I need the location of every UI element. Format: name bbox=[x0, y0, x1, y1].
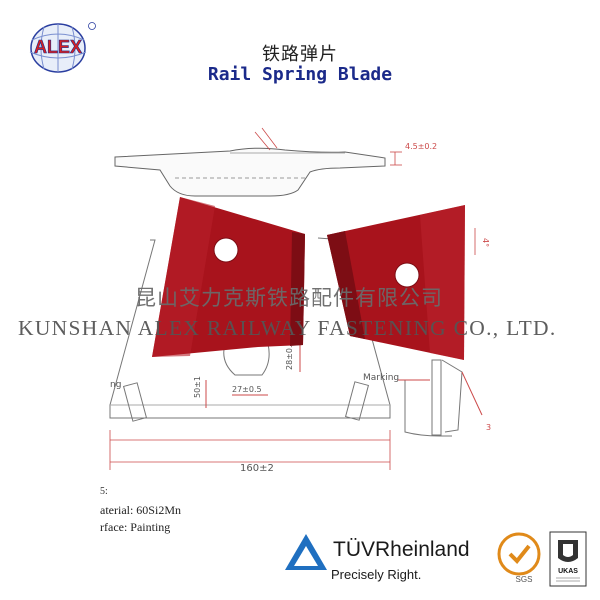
sgs-badge: SGS bbox=[497, 532, 541, 584]
dim-angle: 4° bbox=[481, 238, 490, 247]
alex-logo: ALEX bbox=[29, 22, 96, 73]
spec-dot: 5: bbox=[100, 486, 108, 497]
red-blade-right bbox=[327, 205, 465, 360]
marking-label: Marking bbox=[363, 373, 399, 383]
page-title-cn: 铁路弹片 bbox=[262, 44, 338, 65]
spec-material: aterial: 60Si2Mn bbox=[100, 503, 181, 517]
ukas-badge: UKAS bbox=[549, 531, 587, 587]
red-blade-left bbox=[152, 197, 305, 357]
sgs-label: SGS bbox=[516, 575, 533, 584]
side-section bbox=[398, 359, 483, 437]
left-mark-label: ng bbox=[110, 380, 121, 390]
tuv-triangle-icon bbox=[285, 534, 327, 570]
watermark-company-en: KUNSHAN ALEX RAILWAY FASTENING CO., LTD. bbox=[18, 316, 557, 340]
ukas-label: UKAS bbox=[558, 568, 578, 575]
dim-slot: 27±0.5 bbox=[232, 385, 262, 394]
dim-width: 160±2 bbox=[240, 463, 274, 474]
dim-small: 3 bbox=[486, 423, 491, 432]
dim-thickness: 4.5±0.2 bbox=[405, 142, 437, 151]
technical-drawing: 4.5±0.2 4° 160±2 50±1 27±0.5 28±0.5 ng M… bbox=[109, 127, 491, 474]
dim-height: 28±0.5 bbox=[285, 340, 294, 370]
page-title-en: Rail Spring Blade bbox=[207, 64, 393, 85]
brand-text: ALEX bbox=[34, 37, 82, 57]
spec-surface: rface: Painting bbox=[100, 520, 171, 534]
watermark-company-cn: 昆山艾力克斯铁路配件有限公司 bbox=[135, 286, 443, 310]
side-profile bbox=[114, 147, 386, 197]
tuv-name: TÜVRheinland bbox=[333, 538, 470, 561]
dim-side: 50±1 bbox=[193, 376, 202, 398]
tuv-tagline: Precisely Right. bbox=[331, 567, 422, 582]
